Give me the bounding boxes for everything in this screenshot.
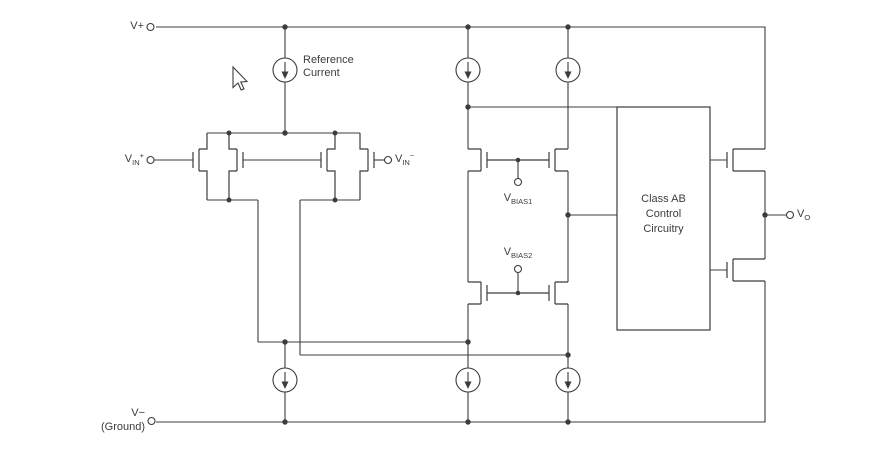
terminal-vout <box>785 210 795 220</box>
current-source-bottom-2 <box>455 367 481 393</box>
current-source-reference <box>272 57 298 83</box>
current-source-bottom-1 <box>272 367 298 393</box>
arrow-down-icon <box>464 71 472 79</box>
vplus-rail <box>156 26 766 149</box>
vbias2-sub: BIAS2 <box>511 251 533 260</box>
current-sources <box>272 57 581 393</box>
reference-current-line2: Current <box>303 67 340 79</box>
terminal-vminus <box>147 416 156 426</box>
vin-minus-sub: IN <box>402 158 410 167</box>
vout-sub: O <box>804 213 811 222</box>
reference-current-label: Reference Current <box>303 54 354 80</box>
class-ab-line1: Class AB <box>641 193 686 205</box>
arrow-down-icon <box>281 381 289 389</box>
vout-label: VO <box>797 208 811 222</box>
vin-minus-base: V <box>395 153 403 165</box>
vin-plus-sup: + <box>139 151 144 160</box>
terminal-vbias1 <box>513 177 523 187</box>
vminus-label: V− (Ground) <box>88 406 145 434</box>
terminals <box>146 22 795 426</box>
vbias1-sub: BIAS1 <box>511 197 533 206</box>
mosfet-cascode-bottom-left <box>468 281 488 305</box>
terminal-vbias2 <box>513 264 523 274</box>
vin-plus-base: V <box>124 153 133 165</box>
vbias2-label: VBIAS2 <box>492 246 544 260</box>
reference-current-line1: Reference <box>303 54 354 66</box>
mosfet-input-1 <box>192 133 208 200</box>
mosfet-output-bottom <box>726 258 765 282</box>
vin-minus-label: VIN− <box>395 151 415 167</box>
junction-dots <box>226 24 768 425</box>
class-ab-label: Class AB Control Circuitry <box>617 192 710 237</box>
current-source-top-3 <box>555 57 581 83</box>
vbias1-label: VBIAS1 <box>492 192 544 206</box>
vout-base: V <box>797 208 805 220</box>
mosfet-cascode-top-left <box>468 148 488 172</box>
mosfet-cascode-bottom-right <box>548 281 568 305</box>
mosfet-input-3 <box>320 133 336 200</box>
vin-minus-sup: − <box>409 151 415 160</box>
vbias1-base: V <box>503 192 512 204</box>
vminus-line2: (Ground) <box>100 421 145 433</box>
mosfet-output-top <box>726 148 765 172</box>
arrow-down-icon <box>281 71 289 79</box>
terminal-vin-minus <box>383 155 393 165</box>
mosfet-input-2 <box>228 133 244 200</box>
vin-plus-label: VIN+ <box>98 151 144 167</box>
vminus-line1: V− <box>131 407 145 419</box>
mosfet-input-4 <box>359 133 375 200</box>
arrow-down-icon <box>464 381 472 389</box>
terminal-vin-plus <box>146 155 155 165</box>
class-ab-box <box>616 106 711 331</box>
terminal-vplus <box>146 22 155 32</box>
class-ab-line2: Control <box>645 208 682 220</box>
cursor-icon <box>232 65 249 91</box>
vin-plus-sub: IN <box>132 158 140 167</box>
vminus-rail <box>156 281 766 423</box>
class-ab-line3: Circuitry <box>643 223 684 235</box>
mosfet-cascode-top-right <box>548 148 568 172</box>
vbias2-base: V <box>503 246 512 258</box>
arrow-down-icon <box>564 381 572 389</box>
arrow-down-icon <box>564 71 572 79</box>
current-source-bottom-3 <box>555 367 581 393</box>
vplus-label: V+ <box>130 20 144 32</box>
current-source-top-2 <box>455 57 481 83</box>
